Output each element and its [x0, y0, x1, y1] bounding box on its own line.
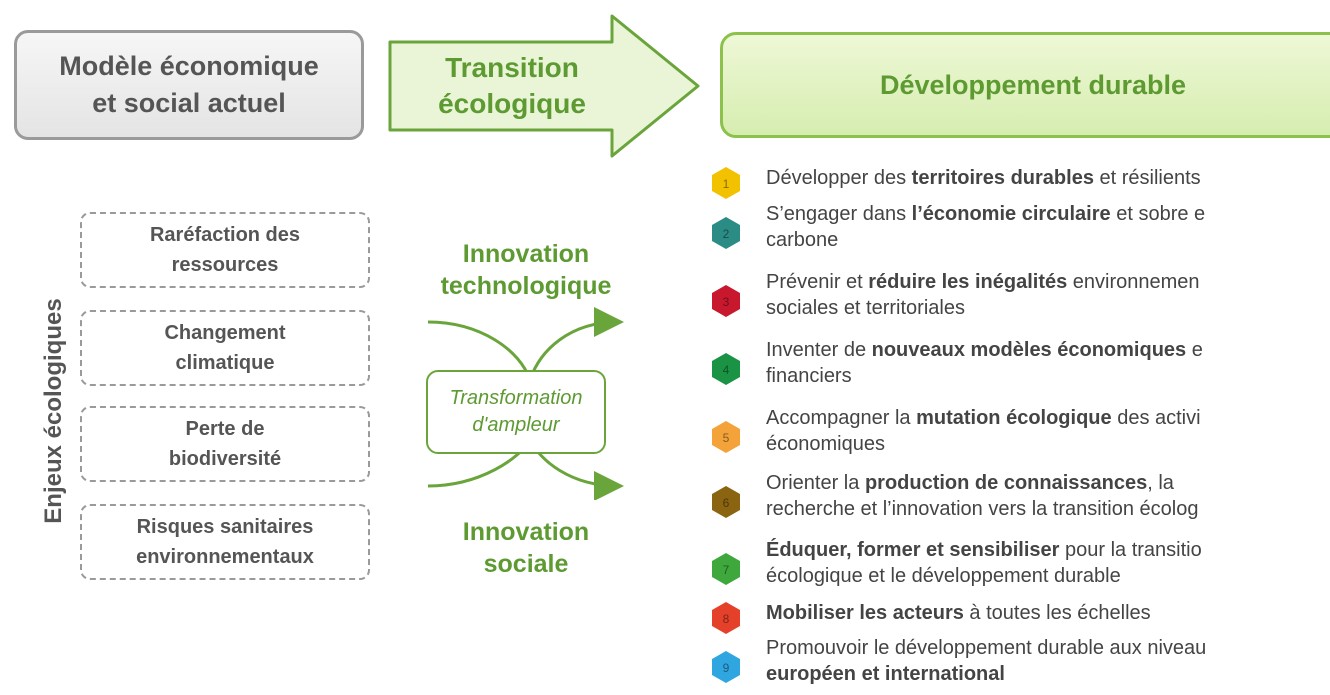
goal-3-number: 3: [723, 295, 730, 309]
goal-9-hexagon: [712, 651, 740, 683]
goal-6-line-1: Orienter la production de connaissances,…: [766, 472, 1174, 494]
goal-2-number: 2: [723, 227, 730, 241]
goal-4-line-1: Inventer de nouveaux modèles économiques…: [766, 339, 1203, 361]
goal-3-line-2: sociales et territoriales: [766, 297, 965, 319]
goal-2-text: S’engager dans l’économie circulaire et …: [766, 201, 1330, 253]
goal-7-hexagon: [712, 553, 740, 585]
goal-2-icon: 2: [712, 217, 740, 249]
goal-9-line-2: européen et international: [766, 663, 1005, 685]
transition-label: Transition écologique: [438, 52, 586, 119]
goal-6-hexagon: [712, 486, 740, 518]
goal-5-hexagon: [712, 421, 740, 453]
social-innovation-label: Innovation sociale: [462, 518, 590, 578]
issue-resources: Raréfaction des ressources: [80, 212, 370, 288]
goal-3-hexagon: [712, 285, 740, 317]
sustainable-development-box: [720, 32, 1330, 138]
technological-innovation-label: Innovation technologique: [440, 240, 612, 300]
goal-4-number: 4: [723, 363, 730, 377]
goal-8-line-1: Mobiliser les acteurs à toutes les échel…: [766, 602, 1151, 624]
issue-climate: Changement climatique: [80, 310, 370, 386]
goal-1-number: 1: [723, 177, 730, 191]
goal-5-line-1: Accompagner la mutation écologique des a…: [766, 407, 1201, 429]
goal-3-line-1: Prévenir et réduire les inégalités envir…: [766, 271, 1200, 293]
goal-4-text: Inventer de nouveaux modèles économiques…: [766, 337, 1330, 389]
goal-2-line-2: carbone: [766, 229, 839, 251]
goal-1-icon: 1: [712, 167, 740, 199]
goal-7-text: Éduquer, former et sensibiliser pour la …: [766, 537, 1330, 589]
goal-5-text: Accompagner la mutation écologique des a…: [766, 405, 1330, 457]
goal-8-icon: 8: [712, 602, 740, 634]
goal-2-line-1: S’engager dans l’économie circulaire et …: [766, 203, 1206, 225]
goal-6-number: 6: [723, 496, 730, 510]
goal-8-number: 8: [723, 612, 730, 626]
goal-6-icon: 6: [712, 486, 740, 518]
goal-4-icon: 4: [712, 353, 740, 385]
goal-9-text: Promouvoir le développement durable aux …: [766, 635, 1330, 687]
goal-4-hexagon: [712, 353, 740, 385]
goal-7-icon: 7: [712, 553, 740, 585]
goal-1-line-1: Développer des territoires durables et r…: [766, 167, 1201, 189]
goal-1-hexagon: [712, 167, 740, 199]
goal-2-hexagon: [712, 217, 740, 249]
goal-9-icon: 9: [712, 651, 740, 683]
goal-6-text: Orienter la production de connaissances,…: [766, 470, 1330, 522]
goal-8-text: Mobiliser les acteurs à toutes les échel…: [766, 600, 1330, 626]
goal-5-number: 5: [723, 431, 730, 445]
issue-health: Risques sanitaires environnementaux: [80, 504, 370, 580]
ecological-issues-label: Enjeux écologiques: [40, 298, 67, 524]
goal-7-line-2: écologique et le développement durable: [766, 565, 1121, 587]
goal-1-text: Développer des territoires durables et r…: [766, 165, 1330, 191]
current-model-label: Modèle économique et social actuel: [59, 51, 319, 118]
goal-3-text: Prévenir et réduire les inégalités envir…: [766, 269, 1330, 321]
goal-3-icon: 3: [712, 285, 740, 317]
goal-6-line-2: recherche et l’innovation vers la transi…: [766, 498, 1199, 520]
sustainable-development-title: Développement durable: [879, 70, 1187, 100]
issue-biodiversity: Perte de biodiversité: [80, 406, 370, 482]
current-model-box: Modèle économique et social actuel: [14, 30, 364, 140]
transition-arrow: [388, 14, 700, 158]
goal-7-line-1: Éduquer, former et sensibiliser pour la …: [766, 539, 1202, 561]
goal-9-number: 9: [723, 661, 730, 675]
goal-9-line-1: Promouvoir le développement durable aux …: [766, 637, 1207, 659]
transformation-box: Transformation d'ampleur: [426, 370, 606, 454]
goal-8-hexagon: [712, 602, 740, 634]
goal-7-number: 7: [723, 563, 730, 577]
goal-5-icon: 5: [712, 421, 740, 453]
goal-4-line-2: financiers: [766, 365, 852, 387]
goal-5-line-2: économiques: [766, 433, 885, 455]
